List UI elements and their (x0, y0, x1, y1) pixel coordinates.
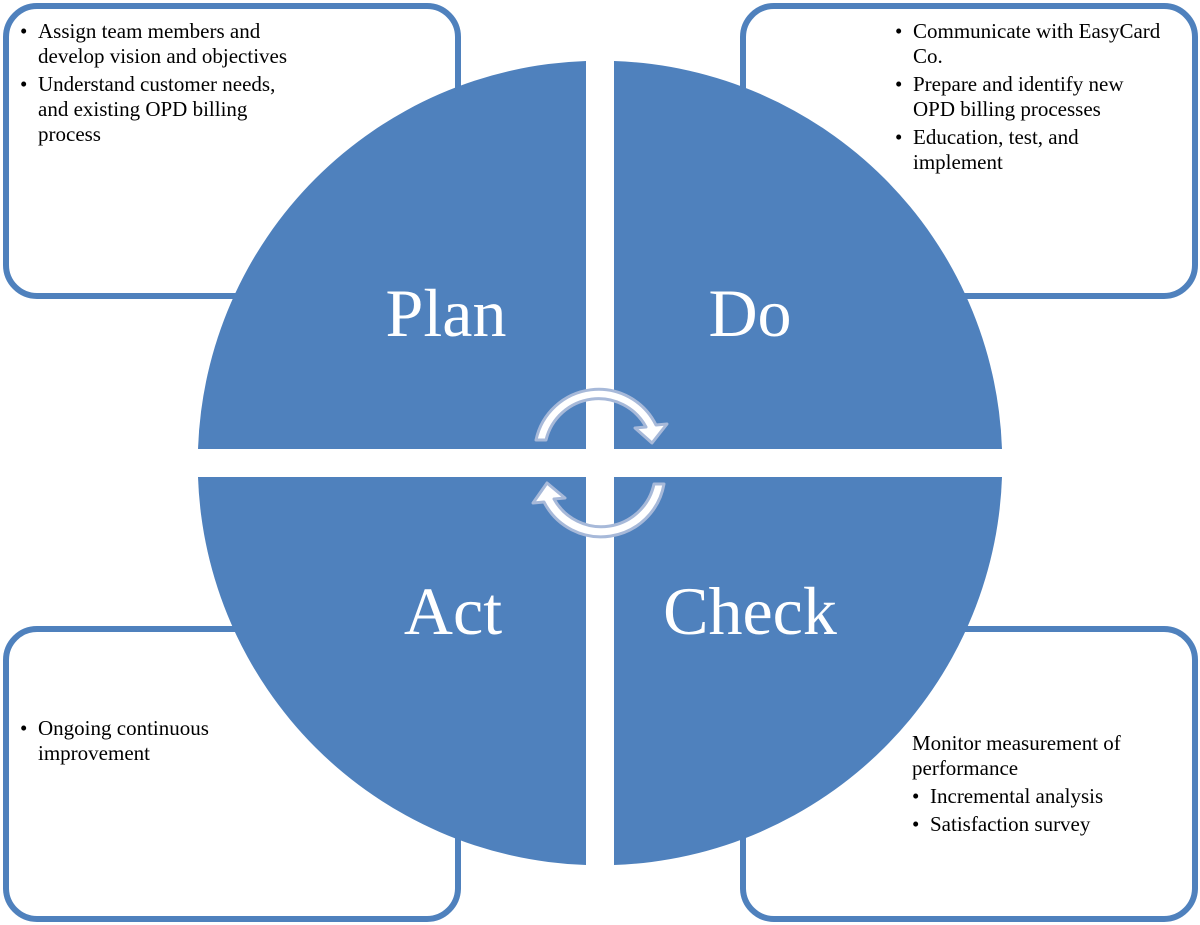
plan-item: Understand customer needs, and existing … (20, 72, 290, 147)
clockwise-arrow-top-icon (534, 387, 669, 445)
check-quadrant (614, 477, 1002, 865)
do-box-text: Communicate with EasyCard Co. Prepare an… (895, 19, 1165, 178)
do-quadrant (614, 61, 1002, 449)
act-box-text: Ongoing continuous improvement (20, 716, 290, 769)
check-intro: Monitor measurement of performance (912, 731, 1121, 780)
act-item: Ongoing continuous improvement (20, 716, 290, 766)
do-item: Education, test, and implement (895, 125, 1165, 175)
clockwise-arrow-bottom-icon (531, 481, 666, 539)
do-item: Communicate with EasyCard Co. (895, 19, 1165, 69)
plan-box-text: Assign team members and develop vision a… (20, 19, 290, 150)
do-label: Do (708, 275, 791, 351)
plan-item: Assign team members and develop vision a… (20, 19, 290, 69)
check-item: Satisfaction survey (912, 812, 1172, 837)
plan-quadrant (198, 61, 586, 449)
check-label: Check (663, 573, 837, 649)
plan-label: Plan (386, 275, 507, 351)
check-item: Incremental analysis (912, 784, 1172, 809)
act-label: Act (404, 573, 502, 649)
act-quadrant (198, 477, 586, 865)
do-item: Prepare and identify new OPD billing pro… (895, 72, 1165, 122)
check-box-text: Monitor measurement of performance Incre… (912, 731, 1172, 840)
